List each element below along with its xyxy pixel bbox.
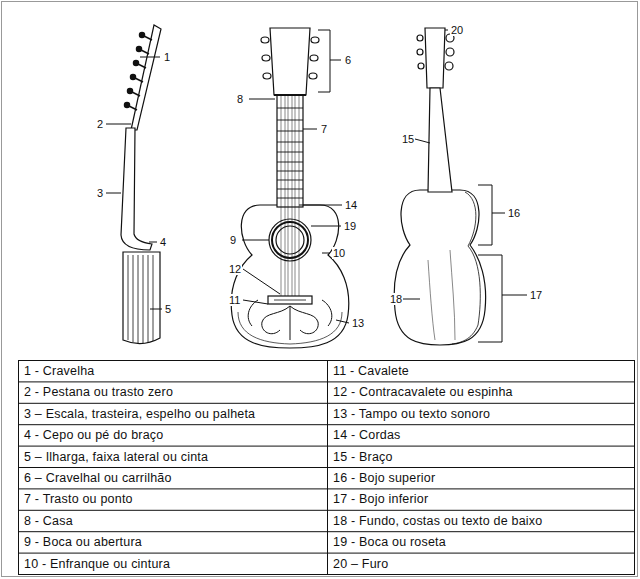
back-view [394, 28, 485, 345]
table-cell: 10 - Enfranque ou cintura [24, 557, 170, 572]
callout-number: 12 [228, 263, 242, 275]
table-cell: 7 - Trasto ou ponto [24, 492, 133, 507]
table-cell: 1 - Cravelha [24, 364, 95, 379]
table-cell: 6 – Cravelhal ou carrilhão [24, 471, 172, 486]
table-cell: 4 - Cepo ou pé do braço [24, 428, 163, 443]
callout-number: 16 [507, 207, 521, 219]
table-cell: 15 - Braço [333, 450, 393, 465]
callout-number: 11 [228, 294, 241, 306]
legend-table [19, 361, 635, 575]
callout-number: 18 [389, 293, 403, 305]
table-cell: 9 - Boca ou abertura [24, 535, 142, 550]
table-cell: 5 – Ilharga, faixa lateral ou cinta [24, 450, 208, 465]
callout-number: 13 [351, 317, 365, 329]
table-cell: 17 - Bojo inferior [333, 492, 428, 507]
callout-number: 20 [450, 24, 464, 36]
callout-number: 10 [332, 247, 346, 259]
table-cell: 16 - Bojo superior [333, 471, 435, 486]
table-cell: 8 - Casa [24, 514, 73, 529]
callout-number: 7 [320, 123, 328, 135]
table-cell: 18 - Fundo, costas ou texto de baixo [333, 514, 542, 529]
callout-number: 15 [401, 133, 415, 145]
leader-lines [106, 30, 527, 342]
table-cell: 12 - Contracavalete ou espinha [333, 385, 513, 400]
table-cell: 14 - Cordas [333, 428, 401, 443]
callout-number: 17 [529, 289, 543, 301]
callout-number: 8 [236, 93, 244, 105]
callout-number: 4 [159, 236, 167, 248]
callout-number: 14 [344, 199, 358, 211]
table-cell: 11 - Cavalete [333, 364, 409, 379]
callout-number: 3 [96, 187, 104, 199]
callout-number: 2 [96, 118, 104, 130]
table-cell: 13 - Tampo ou texto sonoro [333, 407, 490, 422]
front-view [231, 28, 349, 348]
callout-number: 1 [163, 51, 171, 63]
callout-number: 5 [164, 303, 172, 315]
table-cell: 20 – Furo [333, 557, 388, 572]
callout-number: 6 [344, 54, 352, 66]
table-cell: 3 – Escala, trasteira, espelho ou palhet… [24, 407, 255, 422]
callout-number: 9 [229, 234, 237, 246]
table-cell: 2 - Pestana ou trasto zero [24, 385, 173, 400]
side-view [121, 25, 161, 344]
callout-number: 19 [343, 220, 357, 232]
table-cell: 19 - Boca ou roseta [333, 535, 446, 550]
